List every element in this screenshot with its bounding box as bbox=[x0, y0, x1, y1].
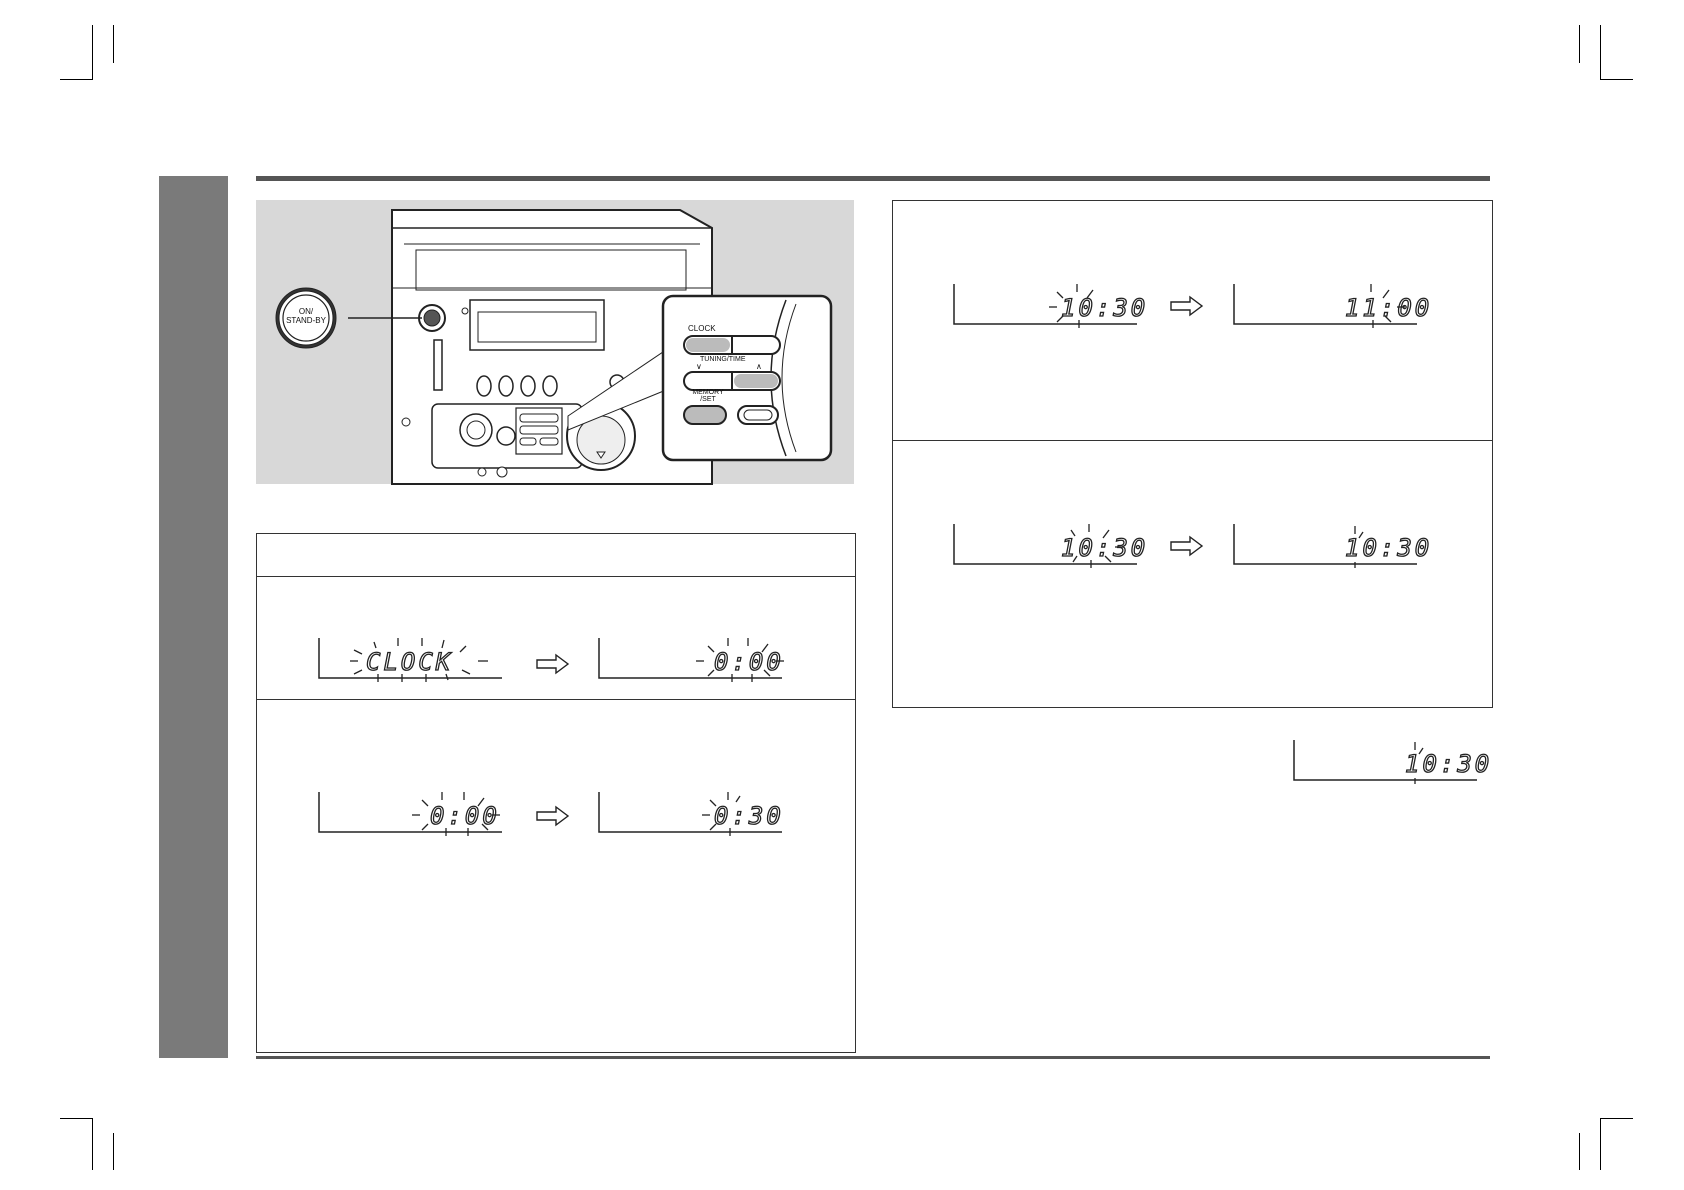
memory-label-line2: /SET bbox=[700, 396, 716, 403]
stereo-unit-drawing bbox=[275, 209, 833, 485]
crop-mark-tl-h bbox=[60, 79, 93, 80]
unit-illustration: ON/ STAND-BY CLOCK TUNING/TIME ∨ ∧ MEMOR… bbox=[256, 200, 854, 485]
lcd-step4-a-text: 10:30 bbox=[1061, 534, 1148, 562]
lcd-step2-a: 0:00 bbox=[318, 784, 508, 838]
lcd-step2-b: 0:30 bbox=[598, 784, 788, 838]
lcd-step3-a-text: 10:30 bbox=[1061, 294, 1148, 322]
tuning-down-mark: ∨ bbox=[696, 362, 702, 371]
lcd-step4-a: 10:30 bbox=[953, 516, 1146, 570]
arrow-step3 bbox=[1170, 295, 1204, 321]
crop-mark-tr-v2 bbox=[1600, 25, 1601, 80]
section-tab-bar bbox=[159, 176, 228, 1058]
lcd-step3-a: 10:30 bbox=[953, 276, 1146, 330]
lcd-step2-a-text: 0:00 bbox=[430, 802, 500, 830]
memory-set-label: MEMORY /SET bbox=[684, 389, 732, 403]
tuning-up-mark: ∧ bbox=[756, 362, 762, 371]
left-divider-1 bbox=[256, 576, 856, 577]
power-button-label-line1: ON/ bbox=[298, 307, 314, 316]
tuning-time-label: TUNING/TIME bbox=[700, 356, 746, 363]
crop-mark-bl-v1 bbox=[92, 1118, 93, 1170]
crop-mark-tr-v1 bbox=[1579, 25, 1580, 63]
lcd-step3-b: 11:00 bbox=[1233, 276, 1430, 330]
crop-mark-br-v1 bbox=[1579, 1133, 1580, 1170]
crop-mark-bl-v2 bbox=[113, 1133, 114, 1170]
crop-mark-bl-h bbox=[60, 1118, 93, 1119]
left-divider-2 bbox=[256, 699, 856, 700]
crop-mark-tr-h bbox=[1600, 79, 1633, 80]
clock-button-label: CLOCK bbox=[688, 324, 716, 333]
lcd-step1-a: CLOCK bbox=[318, 630, 508, 684]
arrow-step2 bbox=[536, 805, 570, 831]
arrow-step4 bbox=[1170, 535, 1204, 561]
lcd-step4-b-text: 10:30 bbox=[1345, 534, 1432, 562]
lcd-step4-b: 10:30 bbox=[1233, 516, 1430, 570]
lcd-step1-b-text: 0:00 bbox=[714, 648, 784, 676]
lcd-step1-a-text: CLOCK bbox=[366, 648, 453, 676]
crop-mark-br-v2 bbox=[1600, 1118, 1601, 1170]
lcd-step3-b-text: 11:00 bbox=[1345, 294, 1432, 322]
lcd-step1-b: 0:00 bbox=[598, 630, 788, 684]
crop-mark-tl-v1 bbox=[92, 25, 93, 80]
lcd-step2-b-text: 0:30 bbox=[714, 802, 784, 830]
left-steps-box bbox=[256, 533, 856, 1053]
lcd-final-text: 10:30 bbox=[1405, 750, 1492, 778]
lcd-final: 10:30 bbox=[1293, 732, 1490, 786]
right-steps-box bbox=[892, 200, 1493, 708]
power-button-label-line2: STAND-BY bbox=[286, 316, 326, 325]
top-rule bbox=[256, 176, 1490, 181]
crop-mark-tl-v2 bbox=[113, 25, 114, 63]
crop-mark-br-h bbox=[1600, 1118, 1633, 1119]
right-divider-1 bbox=[892, 440, 1493, 441]
bottom-rule bbox=[256, 1056, 1490, 1059]
power-button-label: ON/ STAND-BY bbox=[282, 307, 330, 325]
memory-label-line1: MEMORY bbox=[692, 389, 724, 396]
arrow-step1 bbox=[536, 653, 570, 679]
